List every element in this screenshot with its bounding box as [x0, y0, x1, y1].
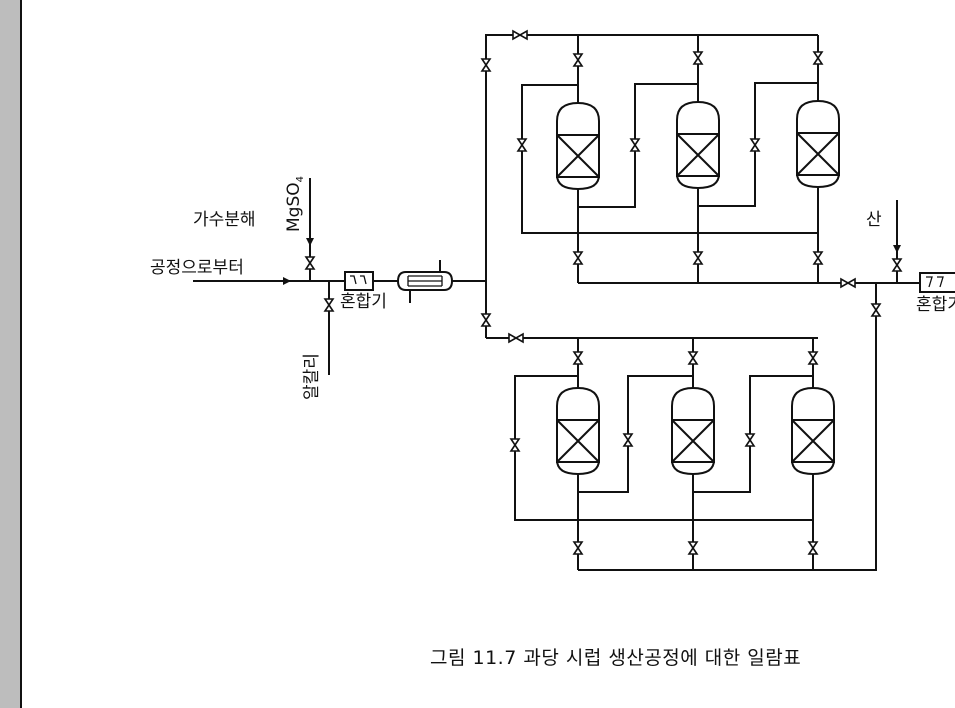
- viewer-sidebar: [0, 0, 22, 708]
- label-alkali: 알칼리: [302, 353, 322, 400]
- label-acid: 산: [866, 210, 882, 230]
- distribution-pipes: [481, 30, 920, 571]
- label-mixer-right: 혼합기: [916, 295, 955, 315]
- mixer-left: [344, 271, 374, 291]
- feed-line: [193, 178, 486, 375]
- label-from-process: 공정으로부터: [150, 258, 244, 278]
- figure-caption: 그림 11.7 과당 시럽 생산공정에 대한 일람표: [430, 647, 802, 669]
- ion-exchange-columns-top: [556, 100, 840, 190]
- label-mgso4: MgSO4: [284, 176, 306, 232]
- heat-exchanger: [396, 260, 454, 303]
- label-mixer-left: 혼합기: [340, 292, 387, 312]
- ion-exchange-columns-bottom: [556, 387, 835, 475]
- mixer-right: [919, 272, 955, 293]
- label-hydrolysis: 가수분해: [193, 210, 256, 230]
